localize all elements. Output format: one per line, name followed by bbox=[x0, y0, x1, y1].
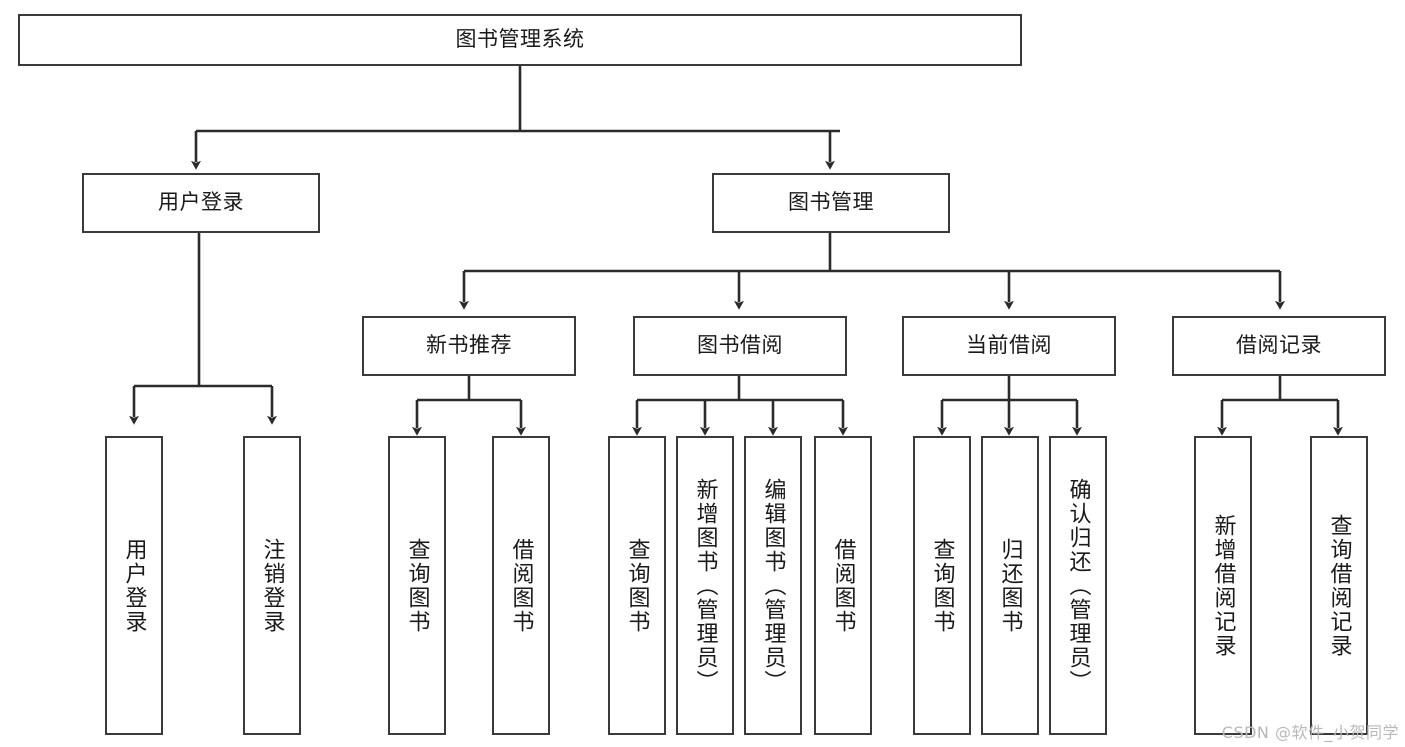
node-leaf-confirm-return-label: 确认归还（管理员） bbox=[1065, 477, 1091, 694]
node-leaf-query-book-2-label: 查询图书 bbox=[624, 537, 650, 634]
node-leaf-query-book-3-label: 查询图书 bbox=[929, 537, 955, 634]
node-leaf-return-book[interactable]: 归还图书 bbox=[981, 436, 1039, 735]
node-leaf-user-login[interactable]: 用户登录 bbox=[105, 436, 163, 735]
node-leaf-add-record-label: 新增借阅记录 bbox=[1210, 513, 1236, 658]
node-leaf-query-record[interactable]: 查询借阅记录 bbox=[1310, 436, 1368, 735]
node-book-borrow[interactable]: 图书借阅 bbox=[633, 316, 847, 376]
node-root-label: 图书管理系统 bbox=[455, 27, 585, 52]
node-leaf-user-logout[interactable]: 注销登录 bbox=[243, 436, 301, 735]
node-leaf-add-record[interactable]: 新增借阅记录 bbox=[1194, 436, 1252, 735]
node-leaf-query-book-1-label: 查询图书 bbox=[404, 537, 430, 634]
node-user-login[interactable]: 用户登录 bbox=[82, 173, 320, 233]
node-leaf-user-login-label: 用户登录 bbox=[121, 537, 147, 634]
node-book-manage[interactable]: 图书管理 bbox=[712, 173, 950, 233]
node-current-borrow-label: 当前借阅 bbox=[966, 333, 1052, 358]
node-leaf-query-book-1[interactable]: 查询图书 bbox=[388, 436, 446, 735]
node-leaf-query-book-3[interactable]: 查询图书 bbox=[913, 436, 971, 735]
node-leaf-borrow-book-1-label: 借阅图书 bbox=[508, 537, 534, 634]
node-book-borrow-label: 图书借阅 bbox=[697, 333, 783, 358]
node-user-login-label: 用户登录 bbox=[158, 190, 244, 215]
node-leaf-add-book[interactable]: 新增图书（管理员） bbox=[676, 436, 734, 735]
node-leaf-confirm-return[interactable]: 确认归还（管理员） bbox=[1049, 436, 1107, 735]
node-leaf-edit-book-label: 编辑图书（管理员） bbox=[760, 477, 786, 694]
node-leaf-edit-book[interactable]: 编辑图书（管理员） bbox=[744, 436, 802, 735]
node-new-book-rec-label: 新书推荐 bbox=[426, 333, 512, 358]
node-leaf-borrow-book-2-label: 借阅图书 bbox=[830, 537, 856, 634]
node-borrow-record-label: 借阅记录 bbox=[1236, 333, 1322, 358]
node-leaf-borrow-book-1[interactable]: 借阅图书 bbox=[492, 436, 550, 735]
node-leaf-add-book-label: 新增图书（管理员） bbox=[692, 477, 718, 694]
node-leaf-query-record-label: 查询借阅记录 bbox=[1326, 513, 1352, 658]
node-leaf-user-logout-label: 注销登录 bbox=[259, 537, 285, 634]
node-leaf-return-book-label: 归还图书 bbox=[997, 537, 1023, 634]
node-root[interactable]: 图书管理系统 bbox=[18, 14, 1022, 66]
node-borrow-record[interactable]: 借阅记录 bbox=[1172, 316, 1386, 376]
node-current-borrow[interactable]: 当前借阅 bbox=[902, 316, 1116, 376]
node-book-manage-label: 图书管理 bbox=[788, 190, 874, 215]
node-leaf-borrow-book-2[interactable]: 借阅图书 bbox=[814, 436, 872, 735]
node-new-book-rec[interactable]: 新书推荐 bbox=[362, 316, 576, 376]
node-leaf-query-book-2[interactable]: 查询图书 bbox=[608, 436, 666, 735]
watermark: CSDN @软件_小贺同学 bbox=[1221, 723, 1399, 742]
